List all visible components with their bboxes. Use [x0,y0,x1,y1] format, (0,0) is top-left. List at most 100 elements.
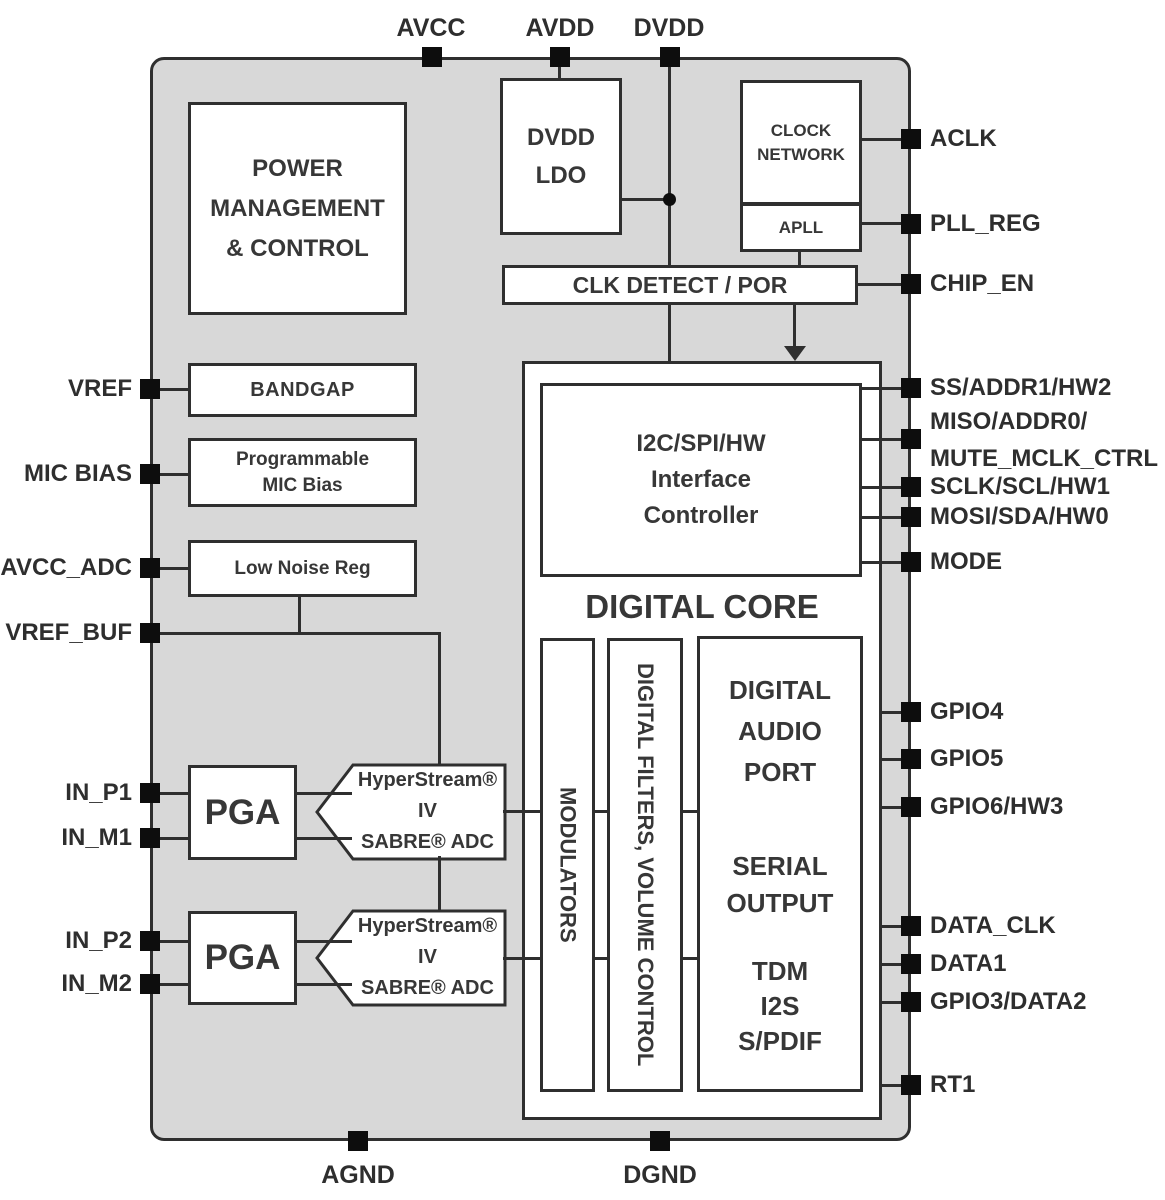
dap-serial-output: SERIAL OUTPUT [697,848,863,922]
dap-mid1: SERIAL [732,851,828,881]
wire-filters-dap-1 [681,810,699,813]
block-adc2: HyperStream® IV SABRE® ADC [350,911,505,1004]
pin-vref [140,379,160,399]
pin-dgnd [650,1131,670,1151]
pin-label-gpio6: GPIO6/HW3 [930,793,1064,820]
adc1-line1: HyperStream® IV [357,769,498,822]
wire-clkdet-core-left [668,303,671,361]
pin-label-gpio5: GPIO5 [930,745,1004,772]
pin-label-in-p2: IN_P2 [65,927,132,954]
pin-label-chip-en: CHIP_EN [930,270,1035,297]
pin-data-clk [901,916,921,936]
block-digital-audio-port [697,636,863,1092]
pin-avcc [422,47,442,67]
pin-in-p2 [140,931,160,951]
wire-avcc-adc [150,567,188,570]
wire-vref-buf-adc1 [438,632,441,765]
pin-gpio6 [901,797,921,817]
block-adc1: HyperStream® IV SABRE® ADC [350,765,505,858]
wire-gpio6 [880,806,902,809]
wire-chip-en [856,283,902,286]
pin-gpio4 [901,702,921,722]
wire-mod-filters-2 [593,957,609,960]
wire-pga2-adc2-top [295,940,352,943]
wire-data-clk [880,925,902,928]
wire-ss [860,387,902,390]
pin-rt1 [901,1075,921,1095]
pin-vref-buf [140,623,160,643]
wire-mic-bias [150,473,188,476]
pin-label-dvdd: DVDD [633,14,705,42]
pin-label-avdd: AVDD [525,14,595,42]
adc1-line2: SABRE® ADC [361,831,494,853]
dap-title1: DIGITAL [728,675,832,705]
wire-pga1-adc1-bot [295,837,352,840]
dap-title3: PORT [743,757,817,787]
digital-core-title: DIGITAL CORE [585,588,819,625]
wire-pga2-adc2-bot [295,983,352,986]
wire-adc2-modulators [503,957,542,960]
dap-formats: TDM I2S S/PDIF [697,954,863,1059]
wire-vref [150,388,188,391]
wire-gpio5 [880,758,902,761]
adc2-line1: HyperStream® IV [357,915,498,968]
pin-label-data1: DATA1 [930,950,1007,977]
pin-gpio3-data2 [901,992,921,1012]
pin-label-miso-line2: MUTE_MCLK_CTRL [930,445,1158,472]
pin-label-rt1: RT1 [930,1071,976,1098]
pin-in-p1 [140,783,160,803]
pin-label-avcc-adc: AVCC_ADC [0,554,132,581]
pin-pll-reg [901,214,921,234]
clk-detect-label: CLK DETECT / POR [572,271,788,298]
pin-dvdd [660,47,680,67]
adc1-shape [315,763,507,861]
wire-aclk [860,138,902,141]
pin-label-in-p1: IN_P1 [65,779,132,806]
wire-mode [860,561,902,564]
pin-label-vref: VREF [67,375,132,402]
pin-label-data-clk: DATA_CLK [930,912,1056,939]
pin-aclk [901,129,921,149]
clock-network-line1: CLOCK [770,120,832,140]
adc2-shape [315,909,507,1007]
block-low-noise-reg: Low Noise Reg [188,540,417,597]
arrowhead-down-icon [784,346,806,361]
wire-in-p1 [150,792,188,795]
interface-line3: Controller [643,502,759,529]
clock-network-line2: NETWORK [757,144,845,164]
block-bandgap: BANDGAP [188,363,417,417]
low-noise-reg-label: Low Noise Reg [234,557,371,579]
wire-pll-reg [860,222,902,225]
block-modulators: MODULATORS [540,638,595,1092]
pin-label-mosi: MOSI/SDA/HW0 [930,503,1109,530]
digital-filters-label: DIGITAL FILTERS, VOLUME CONTROL [633,663,658,1067]
wire-ldo-out [620,198,670,201]
wire-pga1-adc1-top [295,792,352,795]
block-dvdd-ldo: DVDD LDO [500,78,622,235]
block-interface-controller: I2C/SPI/HW Interface Controller [540,383,862,577]
pin-sclk [901,477,921,497]
pin-in-m1 [140,828,160,848]
pin-agnd [348,1131,368,1151]
pga2-label: PGA [204,938,281,977]
wire-apll-clkdet [798,250,801,265]
block-power-management: POWER MANAGEMENT & CONTROL [188,102,407,315]
wire-dvdd-down [668,57,671,265]
apll-label: APLL [778,217,824,237]
pin-data1 [901,954,921,974]
pin-label-dgnd: DGND [623,1161,697,1189]
pin-label-mic-bias: MIC BIAS [24,460,132,487]
wire-clkdet-core-arrow [793,303,796,349]
dap-mid2: OUTPUT [726,888,834,918]
wire-data1 [880,963,902,966]
pin-label-mode: MODE [930,548,1002,575]
power-mgmt-line2: MANAGEMENT [210,194,385,222]
pin-avdd [550,47,570,67]
pin-mosi [901,507,921,527]
dap-bot1: TDM [751,956,809,986]
bandgap-label: BANDGAP [250,378,355,401]
pin-label-in-m1: IN_M1 [61,824,132,851]
mic-bias-line1: Programmable [235,448,370,470]
wire-avdd-ldo [558,57,561,78]
